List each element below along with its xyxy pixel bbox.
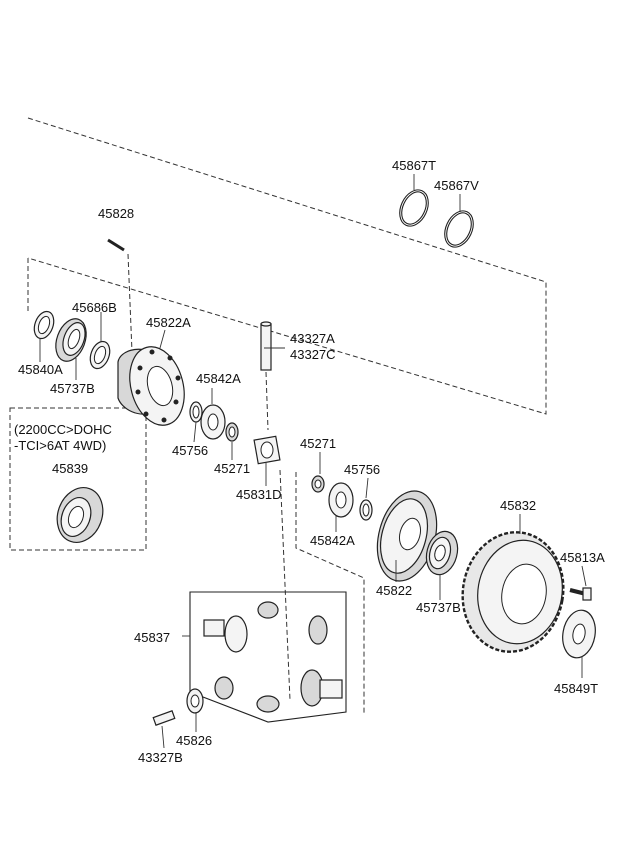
label-45737B-right: 45737B	[416, 600, 461, 615]
bearing-45839	[56, 487, 104, 543]
ring-45271-right	[311, 475, 325, 493]
label-45271-right: 45271	[300, 436, 336, 451]
gear-kit-frame	[189, 591, 347, 723]
label-45867T: 45867T	[392, 158, 436, 173]
label-45832: 45832	[500, 498, 536, 513]
label-45842A-bottom: 45842A	[310, 533, 355, 548]
label-45756-left: 45756	[172, 443, 208, 458]
pinion-shaft-43327A	[260, 321, 272, 371]
pin-guide-dashed	[127, 253, 133, 353]
label-45686B: 45686B	[72, 300, 117, 315]
label-45831D: 45831D	[236, 487, 282, 502]
bearing-45737B-left	[55, 318, 87, 362]
label-45737B-left: 45737B	[50, 381, 95, 396]
snap-ring-45867V	[444, 210, 474, 248]
thrust-washer-45756-left	[189, 401, 203, 423]
side-gear-right	[300, 669, 343, 707]
shaft-guide-dashed	[265, 371, 269, 431]
bolt-45813A	[569, 587, 592, 601]
label-45849T: 45849T	[554, 681, 598, 696]
label-43327A: 43327A	[290, 331, 335, 346]
variant-note-line1: (2200CC>DOHC	[14, 422, 112, 437]
differential-case-45822A	[117, 346, 185, 426]
pin-43327B	[152, 710, 176, 726]
snap-ring-45867T	[399, 189, 429, 227]
label-45813A: 45813A	[560, 550, 605, 565]
label-43327B: 43327B	[138, 750, 183, 765]
label-45867V: 45867V	[434, 178, 479, 193]
bearing-45737B-right	[425, 530, 459, 576]
ring-gear-45832	[461, 531, 565, 653]
label-45839: 45839	[52, 461, 88, 476]
label-45826: 45826	[176, 733, 212, 748]
label-45271-left: 45271	[214, 461, 250, 476]
pinion-gear-right	[308, 615, 328, 645]
label-45822: 45822	[376, 583, 412, 598]
side-gear-left	[203, 615, 248, 653]
label-43327C: 43327C	[290, 347, 336, 362]
variant-note-line2: -TCI>6AT 4WD)	[14, 438, 106, 453]
axis-line-pinion	[279, 469, 291, 701]
label-45842A-top: 45842A	[196, 371, 241, 386]
label-45822A: 45822A	[146, 315, 191, 330]
pinion-gear-bottom	[256, 695, 280, 713]
variant-note-box	[9, 407, 147, 551]
washer-45842A-top	[200, 404, 226, 440]
label-45837: 45837	[134, 630, 170, 645]
ring-45686B	[89, 340, 111, 370]
oil-seal-45840A	[33, 310, 55, 340]
label-45840A: 45840A	[18, 362, 63, 377]
pin-45828	[107, 238, 125, 252]
washer-45842A-bottom	[328, 482, 354, 518]
joint-45831D	[253, 435, 281, 465]
label-45828: 45828	[98, 206, 134, 221]
differential-case-45822	[376, 490, 438, 582]
pinion-gear-top	[257, 601, 279, 619]
washer-45849T	[562, 609, 596, 659]
ring-45271-left	[225, 422, 239, 442]
assembly-frame-dashed	[27, 117, 547, 415]
thrust-washer-45756-right	[359, 499, 373, 521]
label-45756-right: 45756	[344, 462, 380, 477]
axis-line-lower	[295, 472, 365, 714]
pinion-gear-bottom-left	[214, 676, 234, 700]
leader-lines	[39, 174, 587, 749]
washer-45826	[186, 688, 204, 714]
